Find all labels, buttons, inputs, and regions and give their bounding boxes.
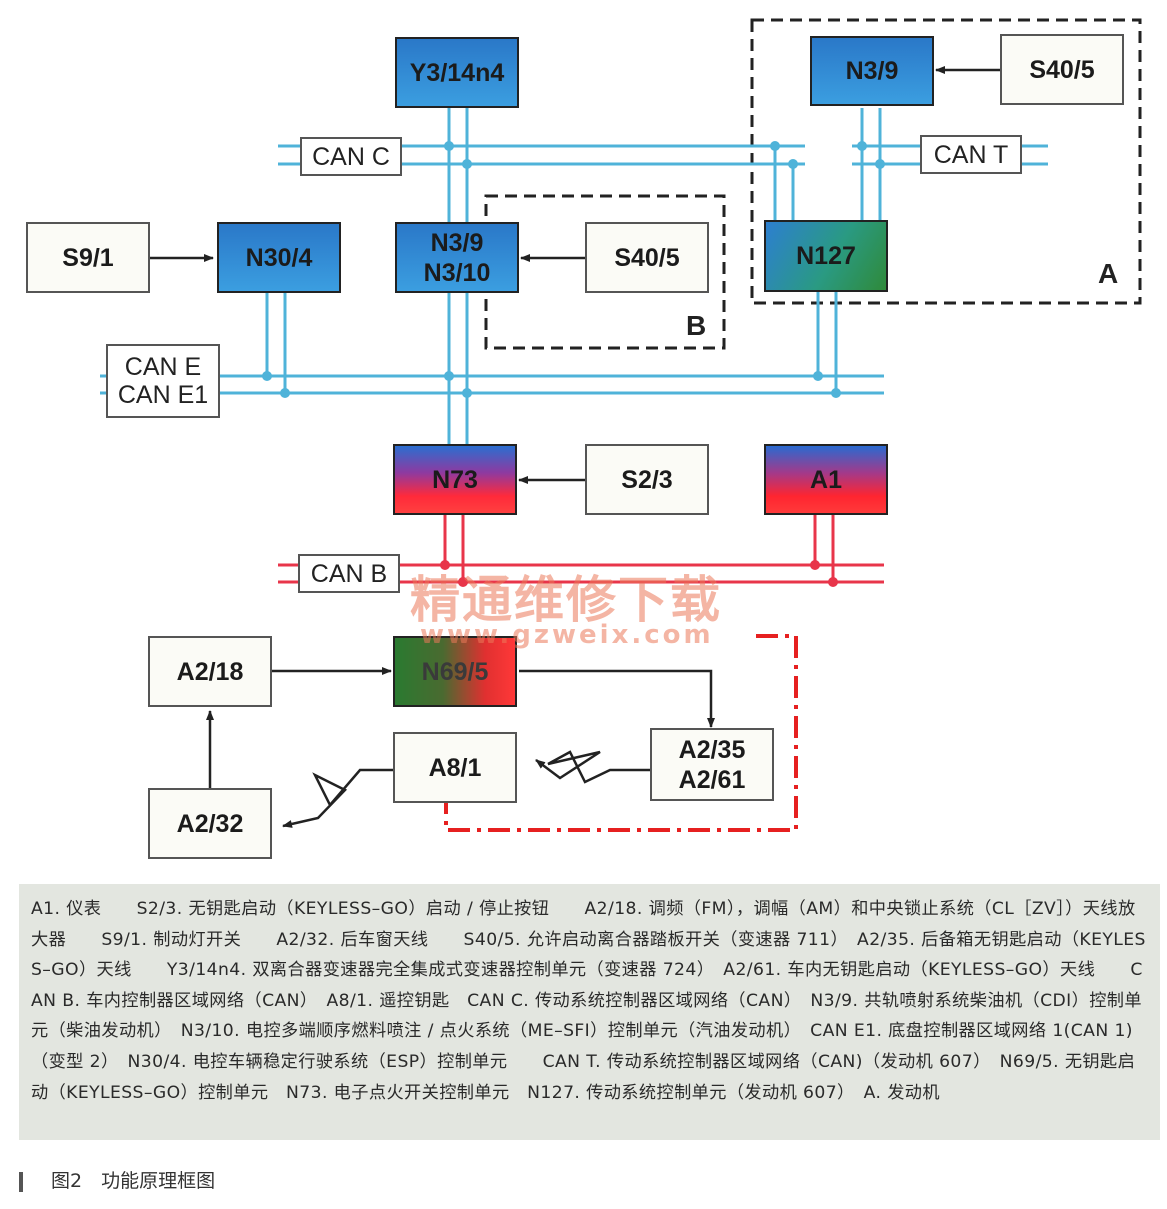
node-a2-32: A2/32 <box>148 788 272 859</box>
node-n30-4: N30/4 <box>217 222 341 293</box>
node-y3-14n4: Y3/14n4 <box>395 37 519 108</box>
node-s40-5-top: S40/5 <box>1000 34 1124 105</box>
watermark-title: 精通维修下载 <box>410 570 722 629</box>
caption-text: 图2 功能原理框图 <box>51 1170 216 1192</box>
signal-a2-35-to-a8-1 <box>535 750 650 784</box>
node-a8-1: A8/1 <box>393 732 517 803</box>
node-n127: N127 <box>764 220 888 292</box>
arrow-n69-5-to-a2-35 <box>519 669 715 728</box>
signal-a8-1-to-a2-32 <box>282 768 393 828</box>
region-b-label: B <box>686 310 707 341</box>
label-can-t: CAN T <box>920 135 1022 174</box>
node-s2-3: S2/3 <box>585 444 709 515</box>
node-a1: A1 <box>764 444 888 515</box>
function-block-diagram <box>100 18 1142 832</box>
legend-text-block: A1. 仪表 S2/3. 无钥匙启动（KEYLESS–GO）启动 / 停止按钮 … <box>19 884 1160 1140</box>
watermark-url: www.gzweix.com <box>420 620 714 650</box>
figure-caption: 图2 功能原理框图 <box>19 1166 215 1193</box>
node-n73: N73 <box>393 444 517 515</box>
node-s40-5-mid: S40/5 <box>585 222 709 293</box>
node-a2-18: A2/18 <box>148 636 272 707</box>
label-can-c: CAN C <box>300 137 402 176</box>
node-s9-1: S9/1 <box>26 222 150 293</box>
label-can-b: CAN B <box>298 554 400 593</box>
node-n69-5: N69/5 <box>393 636 517 707</box>
can-e-bus <box>100 374 884 395</box>
region-a-label: A <box>1098 258 1119 289</box>
caption-bar <box>19 1171 23 1192</box>
node-n3-9-top: N3/9 <box>810 36 934 106</box>
region-a-border <box>750 18 1142 305</box>
